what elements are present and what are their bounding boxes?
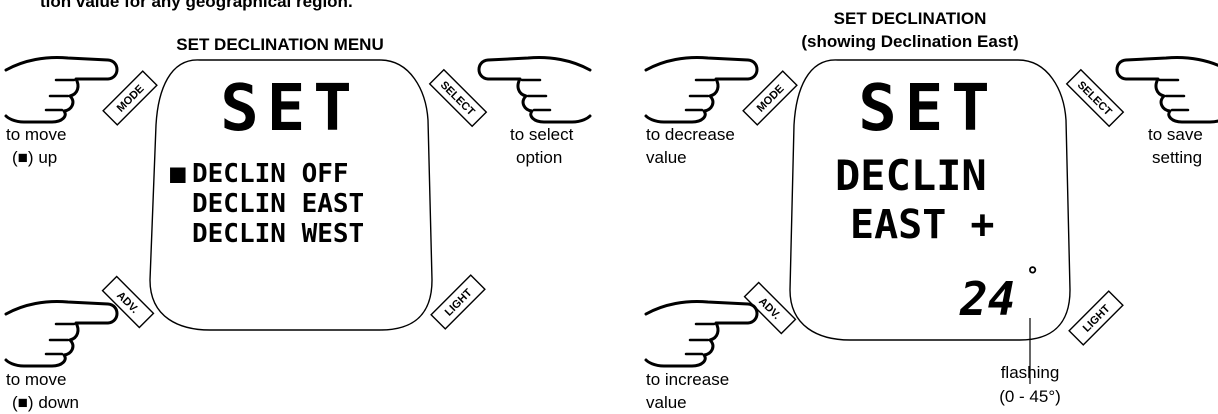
light-button-right[interactable]: LIGHT <box>1068 290 1124 346</box>
pointing-hand-icon <box>644 300 759 368</box>
pointing-hand-icon <box>479 58 590 123</box>
right-display-degree: ° <box>1026 264 1039 289</box>
flashing-caption-1: flashing <box>1001 363 1060 382</box>
right-display-line1: DECLIN <box>835 151 987 200</box>
right-select-caption-1: to save <box>1148 125 1203 144</box>
right-panel: SET DECLINATION (showing Declination Eas… <box>644 9 1218 412</box>
left-mode-caption-2: (■) up <box>12 148 57 167</box>
left-panel: SET DECLINATION MENU SET ■ DECLIN OFF DE… <box>4 35 590 412</box>
left-panel-title: SET DECLINATION MENU <box>176 35 383 54</box>
left-adv-caption-2: (■) down <box>12 393 79 412</box>
right-display-heading: SET <box>858 72 998 146</box>
right-panel-title-1: SET DECLINATION <box>834 9 987 28</box>
select-button-left[interactable]: SELECT <box>428 68 488 128</box>
flashing-caption-2: (0 - 45°) <box>999 387 1061 406</box>
left-display-heading: SET <box>220 72 360 146</box>
right-panel-title-2: (showing Declination East) <box>801 32 1018 51</box>
right-adv-caption-1: to increase <box>646 370 729 389</box>
left-menu-item-2: DECLIN EAST <box>192 189 364 219</box>
left-select-caption-2: option <box>516 148 562 167</box>
right-mode-caption-1: to decrease <box>646 125 735 144</box>
pointing-hand-icon <box>4 300 119 368</box>
intro-text: tion value for any geographical region. <box>40 0 353 11</box>
left-menu-item-3: DECLIN WEST <box>192 219 364 249</box>
pointing-hand-icon <box>4 56 119 124</box>
right-watch-face <box>789 59 1071 341</box>
right-mode-caption-2: value <box>646 148 687 167</box>
left-mode-caption-1: to move <box>6 125 66 144</box>
right-display-value: 24 <box>959 272 1015 326</box>
right-adv-caption-2: value <box>646 393 687 412</box>
right-select-caption-2: setting <box>1152 148 1202 167</box>
pointing-hand-icon <box>1117 58 1218 123</box>
left-adv-caption-1: to move <box>6 370 66 389</box>
left-select-caption-1: to select <box>510 125 574 144</box>
right-display-line2: EAST + <box>850 202 995 248</box>
left-watch-face <box>149 59 433 331</box>
select-button-right[interactable]: SELECT <box>1065 68 1125 128</box>
left-menu-item-1: DECLIN OFF <box>192 159 349 189</box>
left-menu-marker-1: ■ <box>170 159 186 189</box>
pointing-hand-icon <box>644 56 759 124</box>
light-button-left[interactable]: LIGHT <box>430 274 486 330</box>
